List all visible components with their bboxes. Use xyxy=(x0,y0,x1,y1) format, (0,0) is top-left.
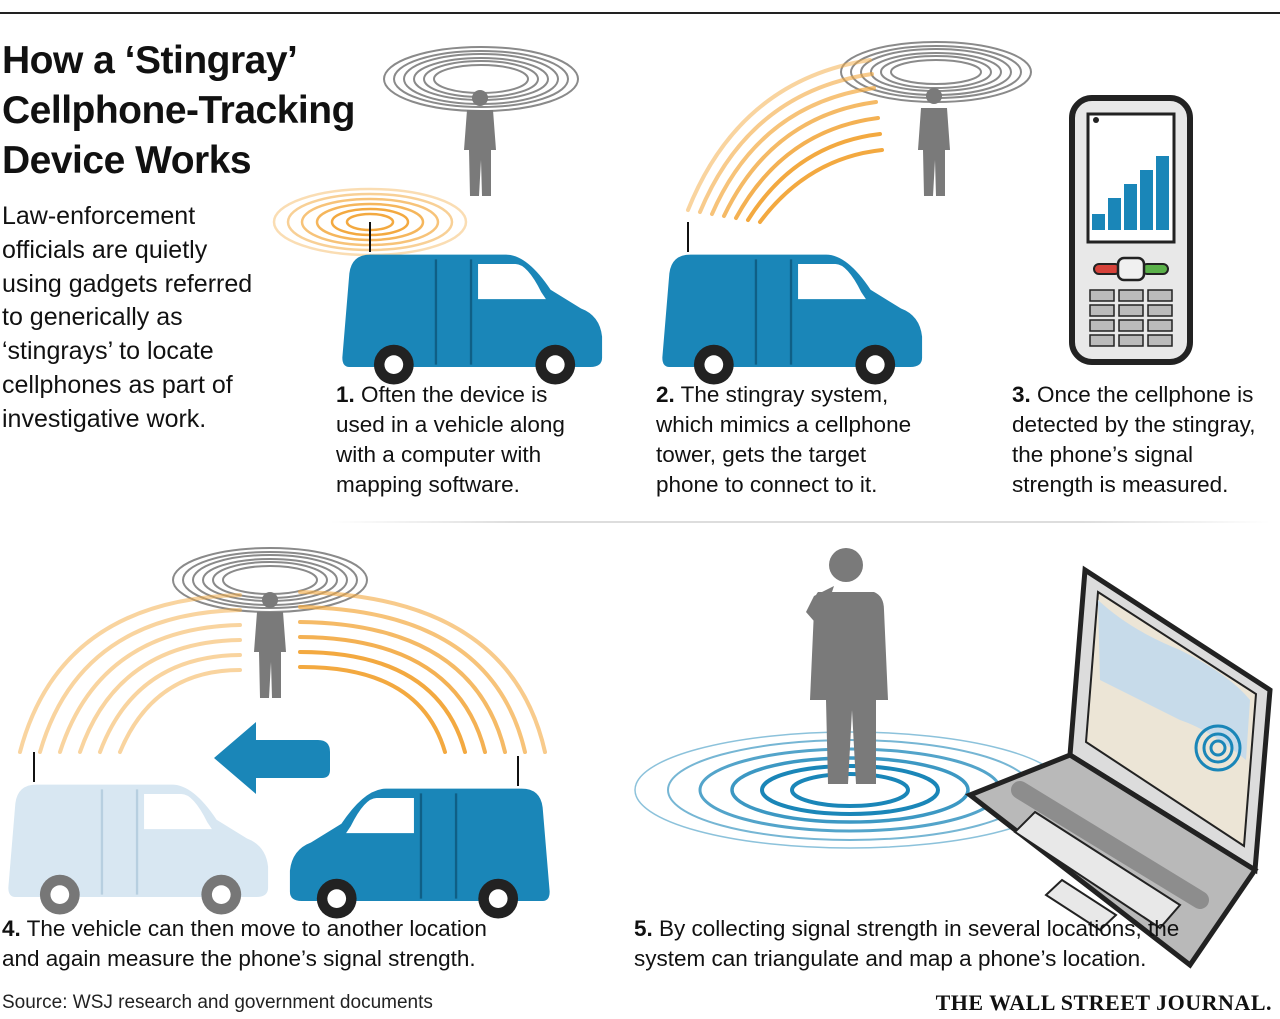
step-text-line: the phone’s signal xyxy=(1012,442,1193,467)
person-on-phone-icon xyxy=(806,548,888,784)
title-line: How a ‘Stingray’ xyxy=(2,39,298,82)
intro-line: using gadgets referred xyxy=(2,269,253,298)
panel-5-illustration xyxy=(634,548,1273,969)
intro-line: investigative work. xyxy=(2,404,207,433)
step-4-caption: 4. The vehicle can then move to another … xyxy=(2,914,602,974)
section-divider xyxy=(330,521,1270,523)
van-icon xyxy=(662,254,923,385)
gray-signal-rings-icon xyxy=(383,46,579,112)
arrow-left-icon xyxy=(214,722,330,794)
step-text-line: detected by the stingray, xyxy=(1012,412,1256,437)
panel-3-illustration xyxy=(1069,95,1193,365)
step-text-line: used in a vehicle along xyxy=(336,412,565,437)
panel-4-illustration xyxy=(8,547,550,919)
step-3-caption: 3. Once the cellphone is detected by the… xyxy=(1012,380,1278,500)
faded-van-icon xyxy=(8,784,269,915)
top-rule xyxy=(0,12,1280,14)
orange-signal-beam-icon xyxy=(686,58,884,224)
signal-strength-bars-icon xyxy=(1092,156,1169,230)
panel-2-illustration xyxy=(662,41,1032,385)
publisher-logo: THE WALL STREET JOURNAL. xyxy=(935,990,1272,1015)
person-on-phone-icon xyxy=(464,90,496,196)
step-5-caption: 5. By collecting signal strength in seve… xyxy=(634,914,1274,974)
panel-1-illustration xyxy=(272,46,603,385)
laptop-icon xyxy=(965,565,1273,969)
step-text-line: system can triangulate and map a phone’s… xyxy=(634,946,1147,971)
source-note: Source: WSJ research and government docu… xyxy=(2,992,433,1013)
step-number: 2. xyxy=(656,382,675,407)
step-text-line: phone to connect to it. xyxy=(656,472,878,497)
step-text-line: mapping software. xyxy=(336,472,520,497)
orange-signal-beam-icon xyxy=(298,590,547,754)
person-on-phone-icon xyxy=(918,88,950,196)
step-1-caption: 1. Often the device is used in a vehicle… xyxy=(336,380,636,500)
step-text-line: with a computer with xyxy=(336,442,542,467)
step-number: 1. xyxy=(336,382,355,407)
intro-line: cellphones as part of xyxy=(2,370,233,399)
title-line: Cellphone-Tracking xyxy=(2,89,355,132)
location-target-icon xyxy=(1194,724,1242,772)
step-text-line: The stingray system, xyxy=(680,382,889,407)
van-icon xyxy=(342,254,603,385)
intro-line: Law-enforcement xyxy=(2,202,196,230)
step-text-line: and again measure the phone’s signal str… xyxy=(2,946,476,971)
intro-text: Law-enforcement officials are quietly us… xyxy=(2,200,302,437)
step-2-caption: 2. The stingray system, which mimics a c… xyxy=(656,380,976,500)
step-text-line: Often the device is xyxy=(361,382,548,407)
intro-line: officials are quietly xyxy=(2,235,208,264)
step-text-line: which mimics a cellphone xyxy=(656,412,912,437)
step-text-line: tower, gets the target xyxy=(656,442,867,467)
intro-line: to generically as xyxy=(2,303,183,332)
step-number: 5. xyxy=(634,916,653,941)
title-line: Device Works xyxy=(2,139,252,182)
faded-signal-beam-icon xyxy=(18,593,242,754)
step-text-line: Once the cellphone is xyxy=(1037,382,1254,407)
page-title: How a ‘Stingray’ Cellphone-Tracking Devi… xyxy=(2,36,382,186)
step-number: 3. xyxy=(1012,382,1031,407)
step-text-line: By collecting signal strength in several… xyxy=(659,916,1180,941)
cellphone-icon xyxy=(1069,95,1193,365)
intro-line: ‘stingrays’ to locate xyxy=(2,337,214,366)
step-text-line: The vehicle can then move to another loc… xyxy=(26,916,487,941)
person-on-phone-icon xyxy=(254,592,286,698)
step-text-line: strength is measured. xyxy=(1012,472,1229,497)
van-icon xyxy=(289,788,550,919)
step-number: 4. xyxy=(2,916,21,941)
